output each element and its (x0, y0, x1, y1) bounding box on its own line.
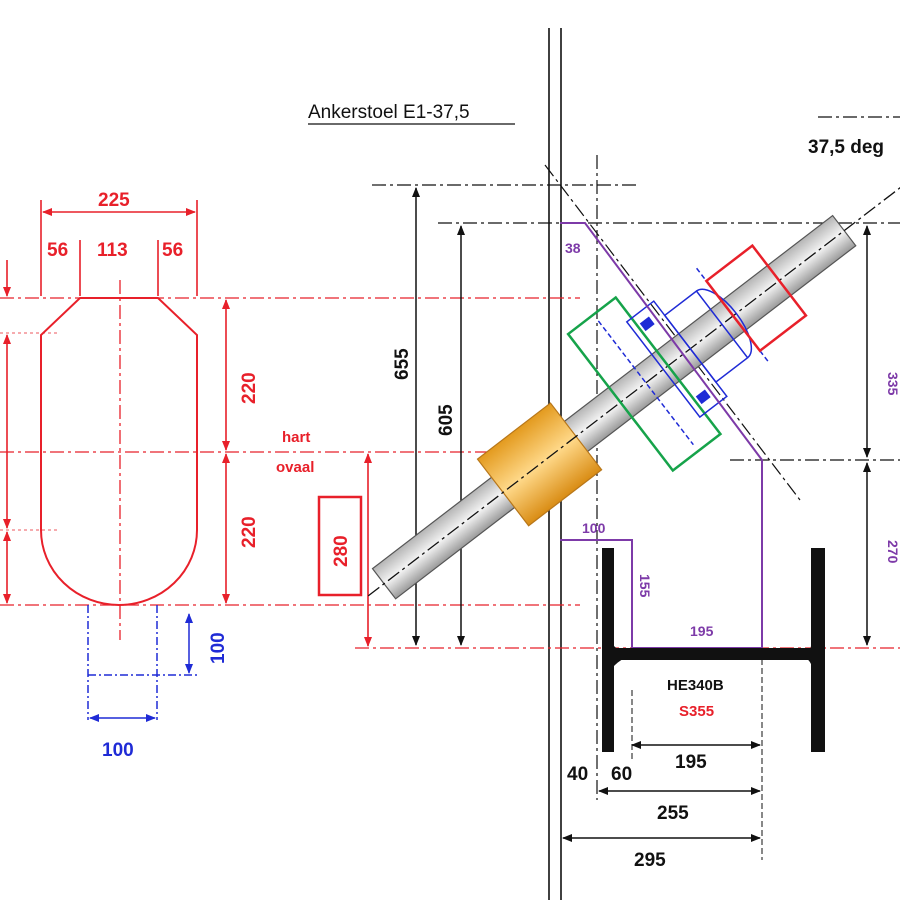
dim-60: 60 (611, 764, 632, 785)
dim-chamfer-right: 56 (162, 240, 183, 261)
dim-40: 40 (567, 764, 588, 785)
purple-dim-155: 155 (637, 574, 653, 598)
thin-guide-lines (0, 332, 60, 531)
purple-dim-100: 100 (582, 520, 606, 536)
black-dimensions (412, 187, 871, 860)
rod-axis (367, 181, 900, 597)
beam-right-flange (811, 548, 825, 752)
dim-chamfer-left: 56 (47, 240, 68, 261)
dim-offset-280: 280 (331, 535, 352, 567)
dim-height-bottom: 220 (239, 516, 260, 548)
dim-height-top: 220 (239, 372, 260, 404)
dim-oval-middle: 113 (97, 240, 128, 261)
purple-dim-195: 195 (690, 623, 714, 639)
purple-dim-335: 335 (885, 372, 900, 396)
dim-655: 655 (392, 348, 413, 380)
label-center-2: ovaal (276, 459, 314, 476)
red-centerlines (0, 280, 900, 649)
dim-605: 605 (436, 404, 457, 436)
dim-blue-height: 100 (208, 632, 229, 664)
dim-195-bottom: 195 (675, 752, 707, 773)
oval-outline (40, 297, 198, 606)
oval-plate (40, 297, 198, 606)
label-center-1: hart (282, 429, 310, 446)
dim-255: 255 (657, 803, 689, 824)
purple-dim-38: 38 (565, 240, 581, 256)
beam-steel-grade: S355 (679, 703, 714, 720)
anchor-rod (367, 181, 900, 600)
beam-profile: HE340B (667, 677, 724, 694)
black-reference-lines (372, 155, 900, 800)
angle-label: 37,5 deg (808, 137, 884, 158)
he-beam (602, 548, 825, 752)
drawing-title: Ankerstoel E1-37,5 (308, 102, 470, 123)
dim-295: 295 (634, 850, 666, 871)
oval-dimensions (3, 200, 372, 647)
green-plate (566, 295, 723, 473)
dim-oval-width: 225 (98, 190, 130, 211)
blue-dimensions (87, 605, 200, 722)
beam-left-flange (602, 548, 614, 752)
dim-blue-width: 100 (102, 740, 134, 761)
offset-box (317, 495, 363, 597)
red-nut (704, 243, 808, 353)
purple-dim-270: 270 (885, 540, 900, 564)
